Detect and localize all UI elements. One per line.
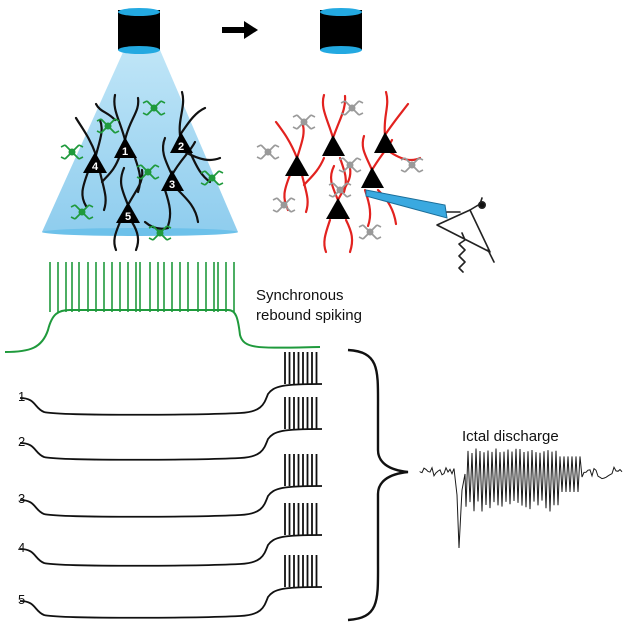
- arrow-right-icon: [222, 21, 258, 39]
- interneuron-active-5: [200, 170, 224, 186]
- pyramidal-neuron-post-4: [285, 155, 309, 176]
- neuron-trace-4: [19, 534, 323, 567]
- light-cone-base: [42, 228, 238, 236]
- pyramidal-neuron-1: [114, 137, 137, 158]
- pyramidal-neuron-5: [116, 202, 140, 223]
- light-evoked-trace: [4, 309, 321, 353]
- interneuron-inactive-8: [328, 182, 352, 198]
- interneuron-active-1: [142, 100, 166, 116]
- trace-label-1: 1: [18, 389, 25, 404]
- neuron-number-5: 5: [125, 211, 131, 223]
- interneuron-inactive-3: [256, 144, 280, 160]
- voltage-traces: Synchronous rebound spiking 1 2 3 4 5 Ic…: [4, 262, 623, 622]
- neuron-number-1: 1: [122, 146, 128, 158]
- interneuron-inactive-7: [358, 224, 382, 240]
- neuron-number-2: 2: [178, 141, 184, 153]
- post-illumination-network-panel: [256, 8, 495, 273]
- electrode-icon: [365, 189, 448, 219]
- interneuron-inactive-5: [400, 157, 424, 173]
- pyramidal-neurons-illuminated: [83, 132, 193, 223]
- interneuron-active-6: [70, 204, 94, 220]
- interneurons-active: [60, 100, 224, 241]
- interneuron-active-7: [148, 225, 172, 241]
- pyramidal-neuron-2: [170, 132, 193, 153]
- trace-label-5: 5: [18, 592, 25, 607]
- interneuron-active-3: [60, 144, 84, 160]
- rebound-annotation-line1: Synchronous: [256, 287, 344, 304]
- interneuron-inactive-2: [292, 114, 316, 130]
- interneuron-active-2: [96, 118, 120, 134]
- pyramidal-neuron-post-1: [322, 135, 345, 156]
- neuron-traces: [19, 352, 323, 619]
- pyramidal-neuron-post-5: [326, 198, 350, 219]
- light-evoked-spikes: [49, 262, 235, 312]
- rebound-annotation-line2: rebound spiking: [256, 307, 362, 324]
- interneurons-inactive: [256, 100, 424, 240]
- curly-brace: [347, 348, 409, 622]
- neuron-trace-3: [19, 485, 323, 518]
- illuminated-network-panel: 1 2 3 4 5: [42, 8, 238, 252]
- neuron-number-4: 4: [92, 161, 99, 173]
- neuron-number-labels: 1 2 3 4 5: [92, 141, 184, 223]
- amplifier-icon: [436, 197, 495, 273]
- neuron-trace-1: [19, 383, 323, 416]
- trace-label-2: 2: [18, 434, 25, 449]
- interneuron-inactive-1: [340, 100, 364, 116]
- pyramidal-neuron-4: [83, 152, 107, 173]
- neuron-number-3: 3: [169, 179, 175, 191]
- interneuron-inactive-4: [338, 157, 362, 173]
- neuron-trace-2: [19, 428, 323, 461]
- pyramidal-neuron-post-2: [374, 132, 397, 153]
- interneuron-inactive-6: [272, 197, 296, 213]
- trace-label-3: 3: [18, 491, 25, 506]
- trace-label-4: 4: [18, 540, 25, 555]
- pyramidal-neuron-post-3: [361, 167, 384, 188]
- neuron-trace-5: [19, 586, 323, 619]
- objective-icon: [320, 8, 362, 54]
- light-cone: [42, 50, 238, 232]
- objective-icon: [118, 8, 160, 54]
- interneuron-active-4: [136, 164, 160, 180]
- ictal-discharge-trace: [419, 448, 623, 549]
- ictal-annotation: Ictal discharge: [462, 428, 559, 445]
- trace-number-labels: 1 2 3 4 5: [18, 389, 25, 607]
- pyramidal-neurons-post: [285, 132, 397, 219]
- pyramidal-neuron-3: [161, 170, 184, 191]
